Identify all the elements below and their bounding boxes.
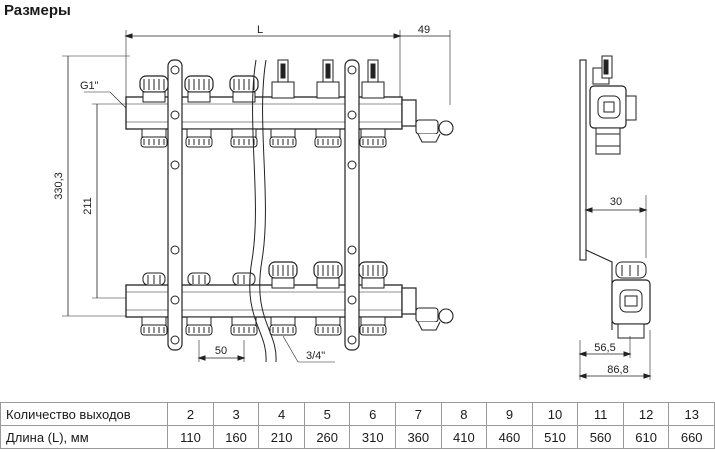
dim-depth-total: 86,8 <box>607 364 628 376</box>
dim-depth-inner: 56,5 <box>594 342 615 354</box>
table-cell: 510 <box>531 425 579 449</box>
table-cell: 460 <box>486 425 533 449</box>
table-cell: 160 <box>212 425 260 449</box>
table-cell: 9 <box>486 402 533 426</box>
size-table: Количество выходов 2 3 4 5 6 7 8 9 10 11… <box>0 402 715 449</box>
table-row-outlets: Количество выходов 2 3 4 5 6 7 8 9 10 11… <box>0 402 715 426</box>
dim-thread-top: G1" <box>80 80 99 92</box>
table-cell: 2 <box>167 402 214 426</box>
table-cell: 12 <box>622 402 670 426</box>
table-cell: 660 <box>668 425 715 449</box>
manifold-drawing: L 49 330,3 211 G1" 50 3/4" <box>53 24 652 380</box>
dim-side-offset: 30 <box>610 196 622 208</box>
dim-height-axis: 211 <box>82 197 94 215</box>
dim-length-label: L <box>257 24 263 36</box>
dim-outlet-thread: 3/4" <box>306 350 325 362</box>
table-cell: 260 <box>303 425 351 449</box>
table-cell: 7 <box>395 402 442 426</box>
table-cell: 13 <box>668 402 715 426</box>
dim-height-total: 330,3 <box>53 172 65 200</box>
table-cell: 310 <box>349 425 397 449</box>
table-cell: 560 <box>577 425 624 449</box>
table-cell: 210 <box>258 425 305 449</box>
table-row-lengths: Длина (L), мм 110 160 210 260 310 360 41… <box>0 425 715 449</box>
row-label-lengths: Длина (L), мм <box>0 425 169 449</box>
table-cell: 360 <box>395 425 442 449</box>
table-cell: 3 <box>212 402 260 426</box>
table-cell: 410 <box>440 425 488 449</box>
table-cell: 610 <box>622 425 670 449</box>
row-label-outlets: Количество выходов <box>0 402 169 426</box>
section-title: Размеры <box>4 2 71 19</box>
table-cell: 5 <box>303 402 351 426</box>
table-cell: 4 <box>258 402 305 426</box>
table-cell: 6 <box>349 402 397 426</box>
table-cell: 110 <box>167 425 214 449</box>
side-view <box>578 55 652 380</box>
table-cell: 10 <box>531 402 579 426</box>
table-cell: 8 <box>440 402 488 426</box>
front-view <box>62 30 454 363</box>
dim-right-offset: 49 <box>418 24 430 36</box>
table-cell: 11 <box>577 402 624 426</box>
dim-pitch: 50 <box>215 345 227 357</box>
